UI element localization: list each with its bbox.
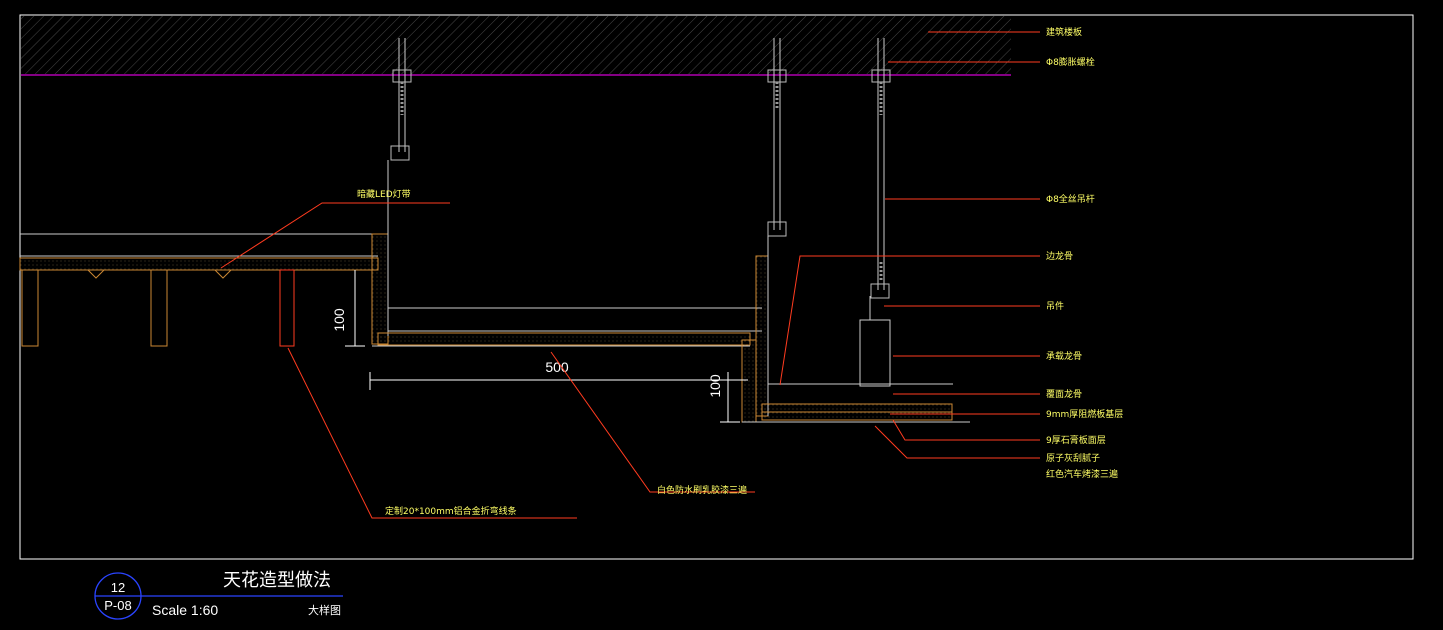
label-aluminum-strip: 定制20*100mm铝合金折弯线条: [385, 505, 517, 517]
hanger-rod-1: [390, 38, 412, 161]
concrete-slab: [21, 16, 1011, 76]
drop-box: [371, 160, 769, 423]
drawing-title: 天花造型做法: [223, 570, 331, 591]
label-led: 暗藏LED灯带: [357, 188, 411, 200]
sheet-type: 大样图: [308, 603, 341, 617]
label-cover-keel: 覆面龙骨: [1046, 388, 1082, 400]
label-putty: 原子灰刮腻子: [1046, 452, 1100, 464]
leader-lines: [220, 31, 1040, 519]
hanger-rods: [390, 38, 891, 299]
drawing-frame: [19, 14, 1414, 560]
label-hanger: 吊件: [1046, 300, 1064, 312]
hanger-rod-3: [870, 38, 891, 299]
title-block: 12 P-08 天花造型做法 Scale 1:60 大样图: [94, 570, 343, 620]
label-expansion-bolt: Φ8膨胀螺栓: [1046, 56, 1095, 68]
label-gypsum-layer: 9厚石膏板面层: [1046, 434, 1106, 446]
label-edge-keel: 边龙骨: [1046, 250, 1073, 262]
label-paint: 红色汽车烤漆三遍: [1046, 468, 1118, 480]
sheet-ref: P-08: [104, 598, 131, 613]
dim-100-right: 100: [707, 374, 723, 398]
drawing-scale: Scale 1:60: [152, 602, 218, 618]
dim-500: 500: [545, 359, 569, 375]
dim-100-left: 100: [331, 308, 347, 332]
detail-number: 12: [111, 580, 125, 595]
label-hanger-rod: Φ8全丝吊杆: [1046, 193, 1095, 205]
label-plywood-base: 9mm厚阻燃板基层: [1046, 408, 1123, 420]
led-fixtures: [87, 269, 232, 279]
label-main-keel: 承载龙骨: [1046, 350, 1082, 362]
dimension-lines: [345, 270, 748, 423]
label-latex: 白色防水刷乳胶漆三遍: [657, 484, 747, 496]
right-ceiling: [742, 296, 970, 423]
annotations: 建筑楼板 Φ8膨胀螺栓 Φ8全丝吊杆 边龙骨 吊件 承载龙骨 覆面龙骨 9mm厚…: [357, 26, 1123, 517]
hanger-rod-2: [767, 38, 787, 237]
left-ceiling: [19, 233, 379, 347]
label-slab: 建筑楼板: [1046, 26, 1082, 38]
